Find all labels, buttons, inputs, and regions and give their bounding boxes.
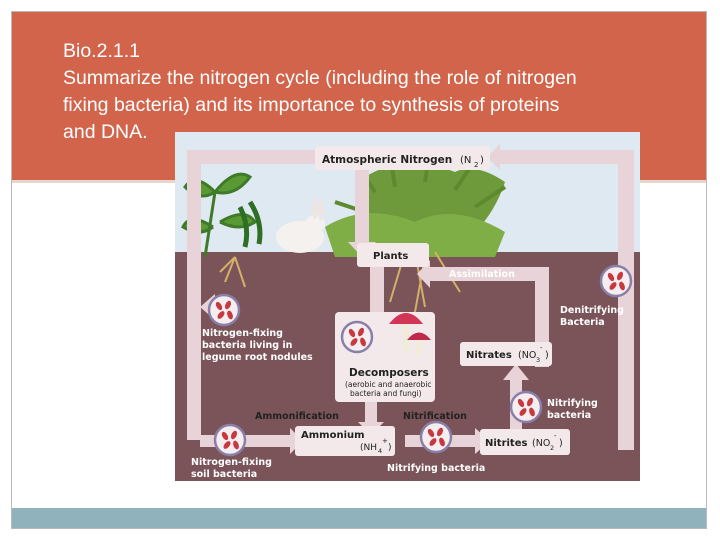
ammonium-label: Ammonium (301, 430, 365, 441)
title-line-3: and DNA. (63, 121, 148, 143)
nitrogen-fixing-soil-label-2: soil bacteria (191, 469, 257, 480)
ammonium-subscript: 4 (378, 447, 382, 455)
nitrites-label: Nitrites (485, 438, 527, 449)
nitrifying-right-label-2: bacteria (547, 410, 591, 421)
root-nodule-bacteria-icon (207, 293, 241, 327)
denitrifying-label-2: Bacteria (560, 317, 605, 328)
nitrites-subscript: 2 (550, 444, 554, 452)
assimilation-label: Assimilation (449, 269, 515, 280)
mushroom-icon (389, 313, 431, 357)
nitrogen-fixing-soil-label-1: Nitrogen-fixing (191, 457, 272, 468)
denitrifying-label-1: Denitrifying (560, 305, 624, 316)
decomposers-sub-label-1: (aerobic and anaerobic (345, 380, 432, 389)
nitrates-close: ) (545, 350, 549, 361)
nitrifying-bacteria-bottom-label: Nitrifying bacteria (387, 463, 485, 474)
atmospheric-nitrogen-box (315, 146, 490, 170)
nitrates-formula: (NO (518, 350, 536, 361)
decomposers-sub-label-2: bacteria and fungi) (350, 389, 422, 398)
footer-band (12, 508, 706, 528)
nitrates-label: Nitrates (466, 350, 512, 361)
plants-label: Plants (373, 251, 408, 262)
decomposer-bacteria-icon (340, 320, 374, 354)
nitrogen-fixing-root-label-3: legume root nodules (202, 352, 313, 363)
nitrates-superscript: - (540, 344, 543, 352)
atmospheric-nitrogen-label: Atmospheric Nitrogen (322, 154, 452, 166)
ammonium-box (295, 426, 395, 456)
atmospheric-nitrogen-subscript: 2 (474, 161, 478, 169)
atmospheric-nitrogen-formula: (N (460, 155, 471, 166)
ammonification-label: Ammonification (255, 411, 339, 422)
ammonium-formula: (NH (360, 443, 377, 453)
title-line-1: Summarize the nitrogen cycle (including … (63, 67, 577, 89)
decomposers-label: Decomposers (349, 367, 429, 379)
nitrogen-cycle-diagram: Atmospheric Nitrogen (N 2 ) Plants Assim… (175, 132, 640, 481)
soil-bacteria-icon (213, 423, 247, 457)
ammonium-superscript: + (382, 437, 388, 445)
ammonium-close: ) (388, 443, 392, 453)
nitrates-box (460, 342, 552, 366)
title-line-objective-code: Bio.2.1.1 (63, 40, 140, 62)
nitrogen-fixing-root-label-1: Nitrogen-fixing (202, 328, 283, 339)
nitrifying-bacteria-right-icon (509, 390, 543, 424)
nitrites-box (480, 429, 570, 455)
denitrifying-bacteria-icon (599, 264, 633, 298)
nitrites-formula: (NO (532, 438, 550, 449)
nitrites-close: ) (559, 438, 563, 449)
nitrifying-bacteria-bottom-icon (419, 420, 453, 454)
plants-box (357, 243, 429, 267)
atmospheric-nitrogen-close: ) (480, 155, 484, 166)
slide-title: Bio.2.1.1 Summarize the nitrogen cycle (… (63, 38, 673, 146)
nitrogen-fixing-root-label-2: bacteria living in (202, 340, 293, 351)
nitrifying-right-label-1: Nitrifying (547, 398, 598, 409)
nitrification-label: Nitrification (403, 411, 467, 422)
nitrates-subscript: 3 (536, 356, 540, 364)
title-line-2: fixing bacteria) and its importance to s… (63, 94, 560, 116)
nitrites-superscript: - (554, 432, 557, 440)
